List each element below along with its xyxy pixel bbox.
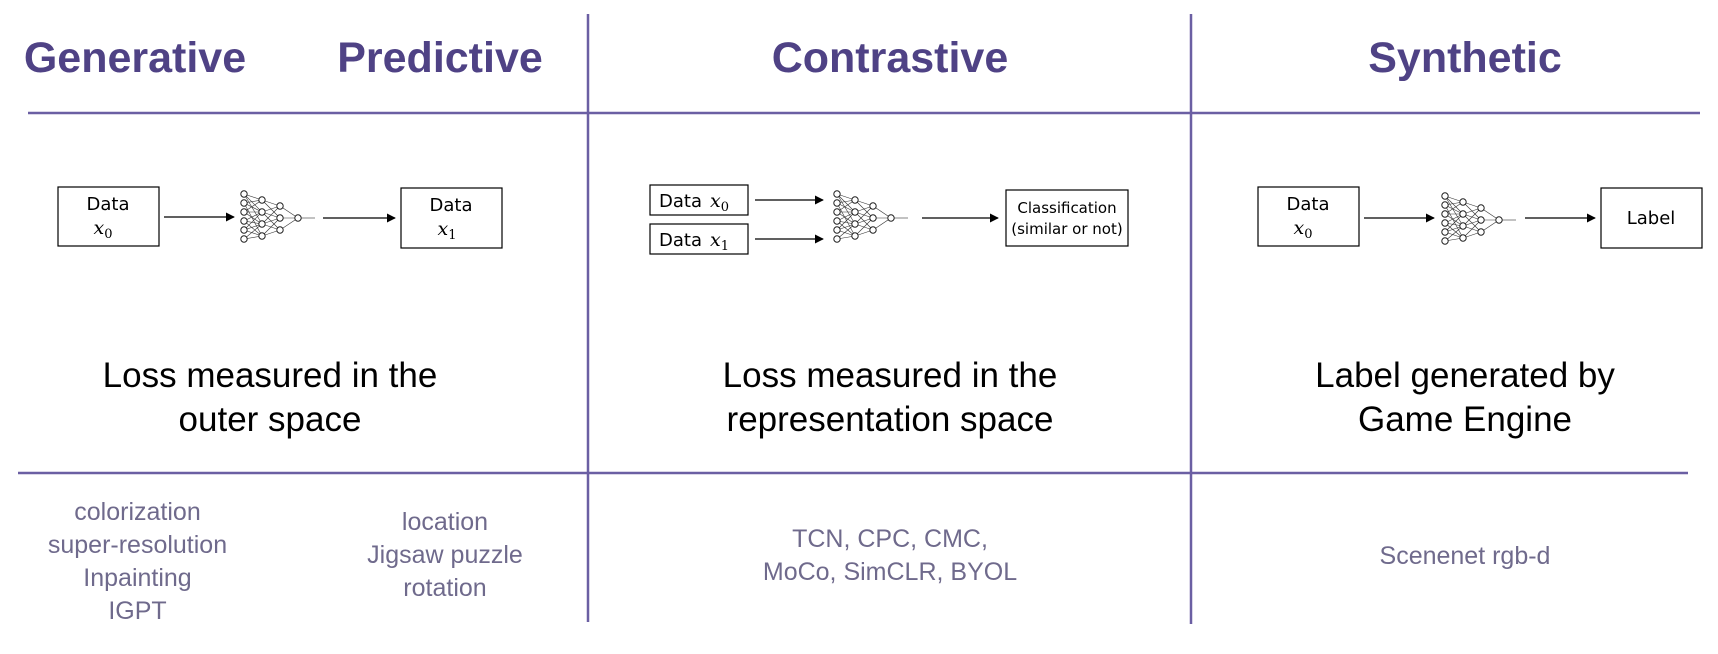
example-item: Scenenet rgb-d (1379, 542, 1551, 570)
classification-box (1005, 189, 1129, 247)
description-line: representation space (726, 400, 1054, 439)
example-item: Inpainting (83, 564, 192, 592)
label-box-text: Label (1627, 208, 1676, 229)
description-generative: Loss measured in the outer space (40, 354, 500, 442)
heading-contrastive: Contrastive (771, 34, 1009, 82)
example-item: location (401, 508, 489, 536)
example-item: MoCo, SimCLR, BYOL (762, 558, 1018, 586)
generative-diagram: Data x0 Data x1 (57, 186, 503, 249)
synthetic-diagram: Data x0 Label (1257, 186, 1703, 249)
description-line: Game Engine (1357, 400, 1573, 439)
output-data-box (400, 187, 503, 249)
output-variable: x1 (438, 218, 457, 243)
input-data-box (57, 186, 160, 247)
heading-generative: Generative (23, 34, 247, 82)
example-item: TCN, CPC, CMC, (792, 525, 988, 553)
examples-predictive: location Jigsaw puzzle rotation (320, 506, 570, 605)
description-contrastive: Loss measured in the representation spac… (600, 354, 1180, 442)
input-variable: x0 (1294, 217, 1313, 242)
classification-label: Classification (1017, 199, 1116, 217)
output-data-label: Data (430, 195, 473, 216)
description-line: outer space (178, 400, 362, 439)
examples-generative: colorization super-resolution Inpainting… (10, 496, 265, 628)
description-line: Loss measured in the (102, 356, 438, 395)
description-synthetic: Label generated by Game Engine (1200, 354, 1718, 442)
heading-predictive: Predictive (337, 34, 543, 82)
description-line: Loss measured in the (722, 356, 1058, 395)
examples-synthetic: Scenenet rgb-d (1200, 540, 1718, 573)
input-data-label: Data (1287, 194, 1330, 215)
examples-contrastive: TCN, CPC, CMC, MoCo, SimCLR, BYOL (600, 523, 1180, 589)
example-item: rotation (403, 574, 487, 602)
description-line: Label generated by (1315, 356, 1615, 395)
example-item: IGPT (108, 597, 167, 625)
example-item: Jigsaw puzzle (367, 541, 523, 569)
heading-synthetic: Synthetic (1368, 34, 1562, 82)
example-item: colorization (74, 498, 201, 526)
classification-sublabel: (similar or not) (1011, 220, 1122, 238)
neural-network-icon (833, 190, 909, 243)
input-data-box (1257, 186, 1360, 247)
example-item: super-resolution (47, 531, 228, 559)
input-variable: x0 (94, 217, 113, 242)
input-data-box-1 (649, 184, 749, 216)
neural-network-icon (1441, 192, 1517, 245)
label-box (1600, 187, 1703, 249)
input-data-box-2 (649, 223, 749, 255)
neural-network-icon (240, 190, 316, 243)
input-data-label: Data (87, 194, 130, 215)
